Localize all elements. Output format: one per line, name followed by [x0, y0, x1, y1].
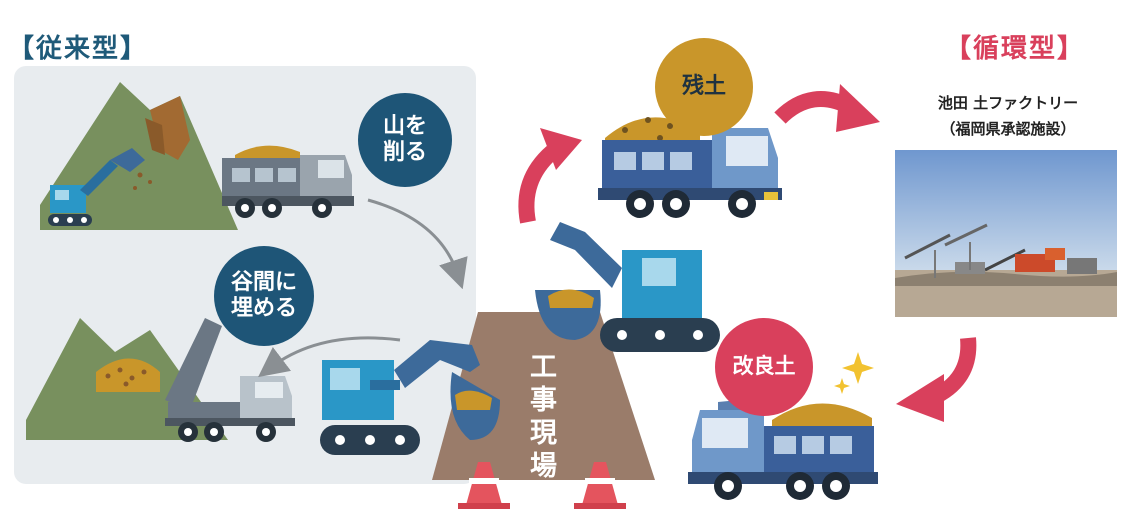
traffic-cone-icon: [574, 462, 626, 509]
dump-truck-icon: [688, 398, 878, 500]
sparkle-icon: [834, 352, 874, 394]
excavator-icon: [535, 222, 720, 352]
cut-mountain-badge: 山を削る: [358, 93, 452, 187]
traffic-cone-icon: [458, 462, 510, 509]
curved-arrow-icon: [774, 84, 880, 132]
dump-truck-icon: [598, 117, 782, 218]
excavator-icon: [48, 148, 145, 226]
improved-soil-badge: 改良土: [715, 318, 813, 416]
curved-arrow-icon: [518, 128, 582, 224]
factory-title: 池田 土ファクトリー （福岡県承認施設）: [937, 94, 1079, 138]
construction-site-mound: [432, 312, 655, 480]
fill-valley-badge: 谷間に埋める: [214, 246, 314, 346]
construction-site-label: 工事現場: [525, 352, 556, 484]
curved-arrow-icon: [896, 337, 977, 422]
conventional-title: 【従来型】: [8, 34, 149, 64]
excavator-icon: [320, 340, 500, 455]
dump-truck-icon: [222, 145, 354, 218]
circular-title: 【循環型】: [945, 34, 1086, 64]
surplus-soil-badge: 残土: [655, 38, 753, 136]
dump-truck-icon: [165, 318, 295, 442]
factory-photo: [895, 150, 1117, 317]
